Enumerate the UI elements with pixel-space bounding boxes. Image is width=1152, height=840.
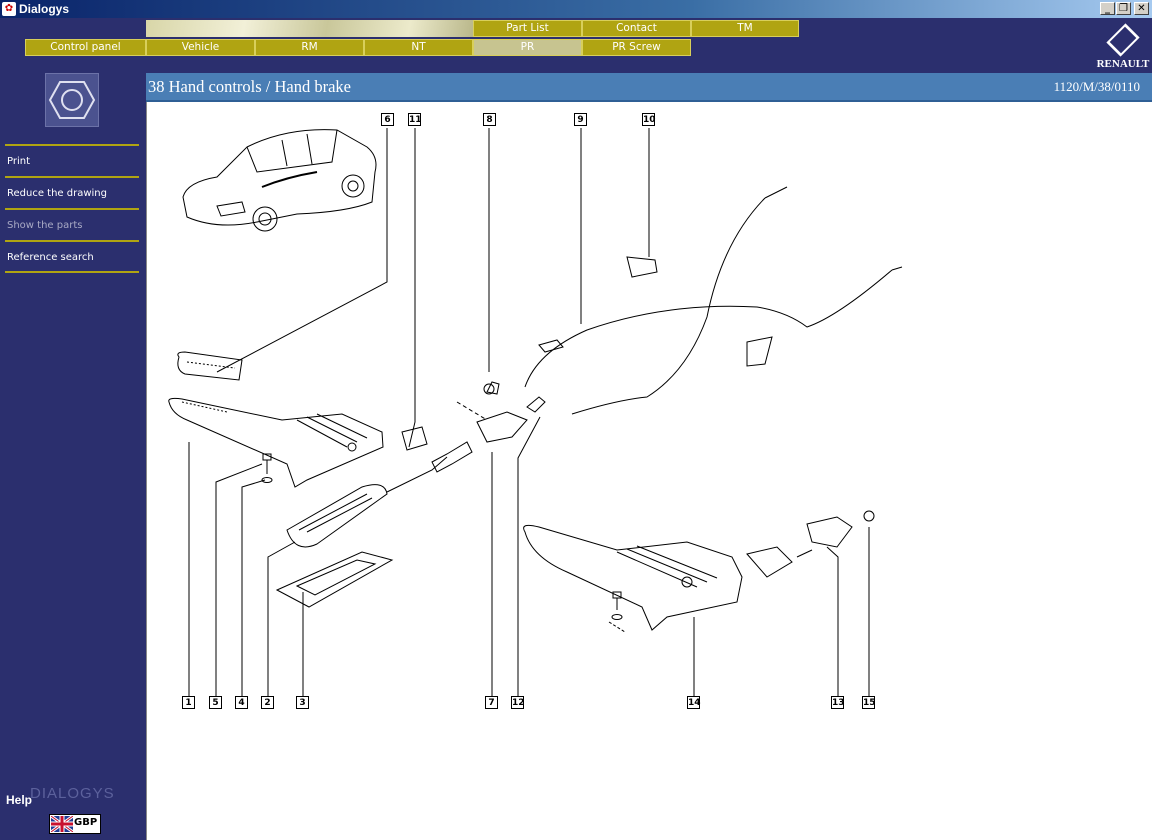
hex-nut-icon [48,81,96,119]
renault-diamond-icon [1106,23,1140,57]
tab-tm[interactable]: TM [691,20,799,37]
dialogys-watermark: DIALOGYS [30,785,115,802]
drawing-canvas[interactable]: 6 11 8 9 10 1 5 4 2 3 7 12 14 13 15 [146,102,1152,840]
tab-pr-screw[interactable]: PR Screw [582,39,691,56]
callout-2[interactable]: 2 [261,696,274,709]
renault-brand-text: RENAULT [1096,58,1150,70]
currency-selector[interactable]: GBP [49,814,101,834]
callout-6[interactable]: 6 [381,113,394,126]
callout-8[interactable]: 8 [483,113,496,126]
currency-label: GBP [74,817,98,828]
page-title: 38 Hand controls / Hand brake [148,77,351,96]
callout-13[interactable]: 13 [831,696,845,709]
callout-5[interactable]: 5 [209,696,222,709]
tab-vehicle[interactable]: Vehicle [146,39,255,56]
window-titlebar: ✿ Dialogys _ ❐ ✕ [0,0,1152,18]
sidebar-divider [5,271,139,273]
page-reference: 1120/M/38/0110 [1053,79,1140,94]
primary-cable [386,381,546,493]
sidebar: Print Reduce the drawing Show the parts … [0,73,146,840]
exploded-view-drawing [168,128,903,697]
hand-brake-lever-2 [523,510,875,631]
header-banner [146,20,474,37]
callout-12[interactable]: 12 [511,696,525,709]
fastener-pair [608,591,626,633]
hex-nut-button[interactable] [45,73,99,127]
callout-3[interactable]: 3 [296,696,309,709]
callout-14[interactable]: 14 [687,696,701,709]
sidebar-item-reference-search[interactable]: Reference search [5,240,139,270]
callout-11[interactable]: 11 [408,113,422,126]
callout-10[interactable]: 10 [642,113,656,126]
tab-control-panel[interactable]: Control panel [25,39,146,56]
callout-15[interactable]: 15 [862,696,876,709]
gaiter-and-seal [275,484,394,608]
minimize-button[interactable]: _ [1100,2,1115,15]
dialogys-app-icon: ✿ [2,2,16,16]
help-link[interactable]: Help [6,793,33,807]
hand-brake-lever-1 [168,351,384,488]
car-illustration [182,129,377,232]
sidebar-item-print[interactable]: Print [5,144,139,174]
uk-flag-icon [51,816,73,832]
secondary-cables [524,186,903,415]
tab-rm[interactable]: RM [255,39,364,56]
callout-4[interactable]: 4 [235,696,248,709]
sidebar-item-show-parts: Show the parts [5,208,139,238]
callout-9[interactable]: 9 [574,113,587,126]
sidebar-item-reduce-drawing[interactable]: Reduce the drawing [5,176,139,206]
tab-nt[interactable]: NT [364,39,473,56]
restore-button[interactable]: ❐ [1116,2,1131,15]
tab-part-list[interactable]: Part List [473,20,582,37]
renault-logo: RENAULT [1096,23,1150,70]
page-header: 38 Hand controls / Hand brake 1120/M/38/… [146,73,1152,102]
tab-pr[interactable]: PR [473,39,582,56]
callout-1[interactable]: 1 [182,696,195,709]
close-button[interactable]: ✕ [1134,2,1149,15]
fastener-bolt [261,453,273,483]
callout-7[interactable]: 7 [485,696,498,709]
window-title: Dialogys [19,2,70,16]
tab-contact[interactable]: Contact [582,20,691,37]
